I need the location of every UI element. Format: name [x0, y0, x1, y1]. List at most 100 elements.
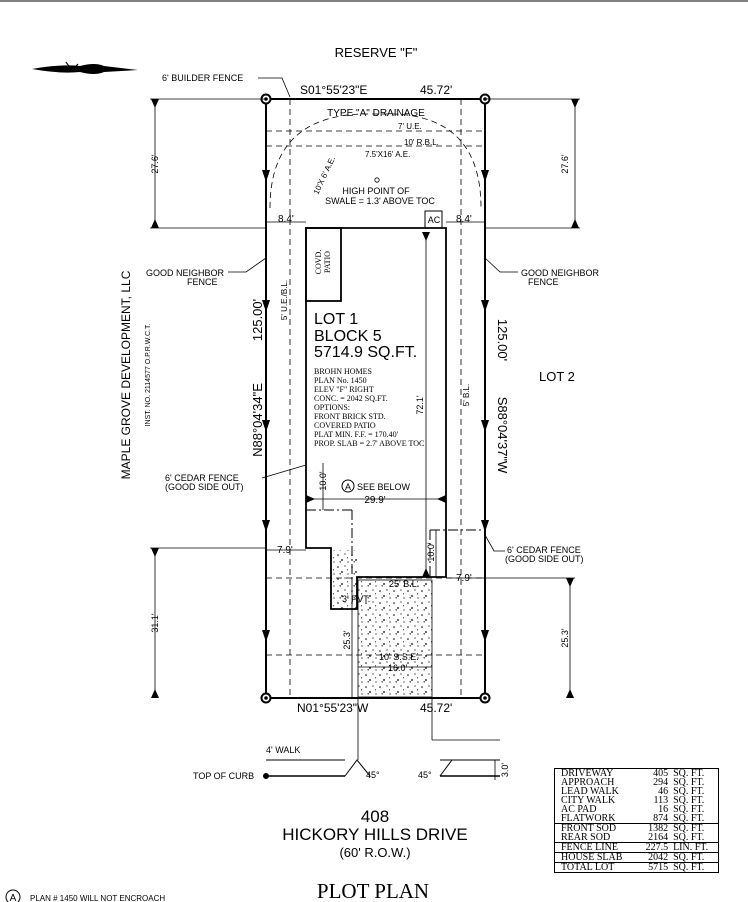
dim-16-0: 16.0' — [388, 663, 408, 673]
area-value: 5715 — [638, 862, 672, 873]
dim-27-6-right: 27.6' — [560, 154, 570, 174]
owner-name: MAPLE GROVE DEVELOPMENT, LLC — [119, 270, 133, 479]
covd-patio-2: PATIO — [323, 251, 332, 273]
sse-10: 10' S.S.E. — [379, 652, 419, 662]
area-label: FRONT SOD — [554, 823, 639, 833]
owner-inst: INST. NO. 2114577 O.P.R.W.C.T. — [145, 324, 152, 427]
lot-number: LOT 1 — [314, 311, 358, 328]
lead-walk — [332, 550, 358, 610]
dim-7-9-left: 7.9' — [277, 545, 293, 556]
fence-arrows — [262, 170, 489, 642]
svg-text:BROHN HOMES: BROHN HOMES — [314, 367, 372, 376]
lot-area: 5714.9 SQ.FT. — [314, 344, 417, 361]
rbl-10: 10' R.B.L. — [404, 138, 439, 147]
area-label: CITY WALK — [561, 795, 616, 806]
good-neighbor-right-2: FENCE — [528, 277, 559, 287]
dim-27-6-left: 27.6' — [150, 154, 160, 174]
area-label: HOUSE SLAB — [554, 852, 639, 863]
dim-25-3-right: 25.3' — [560, 628, 570, 648]
driveway — [357, 579, 433, 698]
svg-text:PLAN No. 1450: PLAN No. 1450 — [314, 376, 367, 385]
table-row: REAR SOD 2164 SQ. FT. — [555, 833, 719, 843]
type-a-drainage: TYPE "A" DRAINAGE — [327, 108, 425, 119]
svg-text:ELEV "F" RIGHT: ELEV "F" RIGHT — [314, 385, 374, 394]
right-distance: 125.00' — [495, 319, 510, 361]
dim-3-0: 3.0' — [500, 763, 510, 778]
encroach-note: PLAN # 1450 WILL NOT ENCROACH — [30, 894, 165, 902]
cedar-right-1: 6' CEDAR FENCE — [507, 545, 581, 555]
area-unit: SQ. FT. — [673, 813, 705, 824]
north-arrow-icon — [32, 61, 138, 74]
pvt-3: 3' PVT. — [342, 594, 370, 604]
angle-right: 45° — [418, 770, 432, 780]
walk-label: 4' WALK — [266, 745, 300, 755]
top-of-curb: TOP OF CURB — [193, 771, 254, 781]
dim-8-4-right: 8.4' — [456, 214, 472, 225]
bottom-distance: 45.72' — [420, 701, 452, 715]
good-neighbor-left-1: GOOD NEIGHBOR — [146, 268, 225, 278]
area-label: APPROACH — [561, 777, 615, 788]
svg-text:OPTIONS:: OPTIONS: — [314, 403, 350, 412]
svg-text:CONC. = 2042 SQ.FT.: CONC. = 2042 SQ.FT. — [314, 394, 388, 403]
dim-8-4-left: 8.4' — [278, 214, 294, 225]
bl-5: 5' B.L. — [462, 384, 471, 406]
reserve-label: RESERVE "F" — [335, 45, 418, 60]
callout-a-icon — [341, 479, 355, 493]
address-number: 408 — [361, 807, 389, 826]
see-below: SEE BELOW — [357, 482, 411, 492]
good-neighbor-left-2: FENCE — [187, 277, 218, 287]
area-label: REAR SOD — [561, 832, 611, 843]
dimension-arrows — [151, 99, 579, 698]
ae-75: 7.5'X16' A.E. — [365, 150, 410, 159]
area-unit: SQ. FT. — [673, 786, 705, 797]
area-label: TOTAL LOT — [554, 862, 639, 873]
area-value: 405 — [653, 768, 669, 779]
dim-72-1: 72.1' — [415, 395, 425, 415]
area-label: DRIVEWAY — [561, 768, 614, 779]
area-value: 294 — [653, 777, 669, 788]
plot-plan-title: PLOT PLAN — [317, 879, 429, 902]
svg-text:FRONT BRICK STD.: FRONT BRICK STD. — [314, 412, 386, 421]
area-unit: SQ. FT. — [673, 832, 705, 843]
area-value: 2164 — [648, 832, 669, 843]
area-unit: SQ. FT. — [673, 804, 705, 815]
area-unit: SQ. FT. — [671, 823, 719, 833]
bottom-bearing: N01°55'23"W — [297, 701, 369, 715]
left-distance: 125.00' — [250, 299, 265, 341]
area-unit: LIN. FT. — [671, 842, 719, 853]
cedar-left-2: (GOOD SIDE OUT) — [165, 482, 244, 492]
svg-text:PROP. SLAB = 2.7' ABOVE TOC: PROP. SLAB = 2.7' ABOVE TOC — [314, 439, 424, 448]
area-value: 1382 — [638, 823, 672, 833]
good-neighbor-right-1: GOOD NEIGHBOR — [521, 268, 600, 278]
dim-10-0-lower: 10.0' — [426, 542, 436, 562]
corner-monuments — [260, 93, 491, 704]
bl-25: 25' B.L. — [389, 579, 419, 589]
area-unit: SQ. FT. — [673, 768, 705, 779]
dim-25-3-left: 25.3' — [342, 630, 352, 650]
dim-29-9: 29.9' — [364, 495, 385, 506]
street-name: HICKORY HILLS DRIVE — [282, 825, 468, 844]
area-label: AC PAD — [561, 804, 597, 815]
dim-10-0-upper: 10.0' — [318, 471, 328, 491]
area-unit: SQ. FT. — [671, 852, 719, 863]
svg-text:PLAT MIN. F.F. = 170.40': PLAT MIN. F.F. = 170.40' — [314, 430, 399, 439]
swale-line2: SWALE = 1.3' ABOVE TOC — [325, 196, 435, 206]
area-unit: SQ. FT. — [671, 862, 719, 873]
svg-text:COVERED PATIO: COVERED PATIO — [314, 421, 376, 430]
area-value: 46 — [658, 786, 669, 797]
leader-lines — [228, 77, 518, 552]
callout-a-letter: A — [345, 482, 351, 492]
area-value: 2042 — [638, 852, 672, 863]
left-bearing: N88°04'34"E — [250, 383, 265, 457]
right-bearing: S88°04'37"W — [495, 397, 510, 474]
area-value: 227.5 — [638, 842, 672, 853]
right-of-way: (60' R.O.W.) — [339, 845, 410, 860]
ae-10: 10'X 6' A.E. — [312, 155, 337, 196]
lot-boundary — [265, 98, 486, 699]
